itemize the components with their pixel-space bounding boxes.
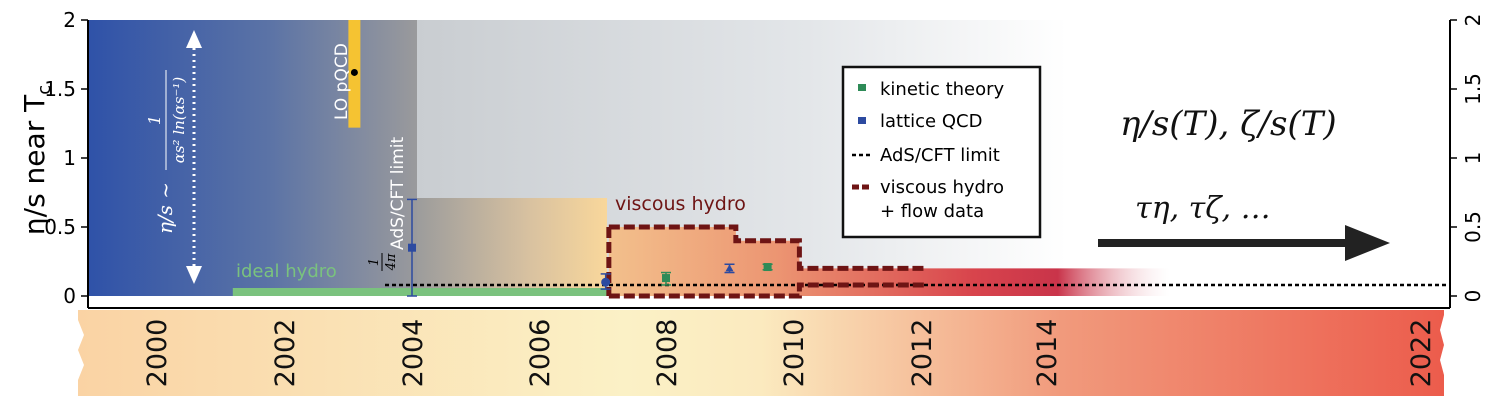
svg-text:4π: 4π [384,253,399,271]
lattice-qcd-point-marker [601,277,611,287]
svg-text:1: 1 [145,115,164,125]
y-tick-label-right: 0 [1461,290,1485,303]
lattice-qcd-point-marker [725,264,734,272]
y-tick-label-left: 1 [63,146,76,170]
year-label: 2012 [907,319,938,388]
kinetic-theory-point-marker [763,263,772,272]
viscous-hydro-region [608,227,1170,296]
y-tick-label-left: 2 [63,8,76,32]
y-tick-label-left: 1.5 [44,77,76,101]
year-label: 2004 [398,319,429,388]
plot-frame [87,20,1451,309]
svg-text:αs² ln(αs⁻¹): αs² ln(αs⁻¹) [170,77,188,164]
ideal-hydro-label: ideal hydro [236,261,337,282]
y-ticks-left: 0 0.5 1 1.5 2 [44,8,88,308]
y-ticks-right: 0 0.5 1 1.5 2 [1450,14,1485,303]
below-zero-strip [88,296,1450,308]
viscous-hydro-lower [608,282,928,299]
timeline-band [78,310,1444,396]
year-timeline [78,310,1444,396]
legend-label-kinetic: kinetic theory [880,79,1005,100]
y-tick-label-right: 1 [1461,152,1485,165]
year-label: 2014 [1032,319,1063,388]
legend-label-lattice: lattice QCD [880,111,982,132]
y-tick-label-left: 0.5 [44,215,76,239]
pqcd-arrow-head-bottom [186,266,202,284]
legend-label-adscft: AdS/CFT limit [880,145,1000,166]
svg-text:1: 1 [367,258,382,266]
kss-fraction: 1 4π [367,253,399,271]
y-tick-label-right: 0.5 [1461,211,1485,243]
y-tick-label-left: 0 [63,284,76,308]
year-label: 2002 [270,319,301,388]
year-label: 2006 [525,319,556,388]
legend-swatch-kinetic [858,84,866,91]
future-line-1: η/s(T), ζ/s(T) [1120,104,1337,144]
blue-region [88,20,417,296]
pqcd-arrow-head-top [186,30,202,48]
year-label: 2022 [1406,319,1437,388]
future-arrow [1098,225,1390,261]
viscous-hydro-label: viscous hydro [615,193,746,215]
pqcd-formula: η/s ~ 1 αs² ln(αs⁻¹) [145,70,188,234]
y-axis-label: η/s near Tc [18,85,55,235]
lo-pqcd-point [350,68,358,76]
viscous-hydro-upper [608,224,928,271]
y-tick-label-right: 1.5 [1461,73,1485,105]
lo-pqcd-label: LO pQCD [332,43,352,120]
legend: kinetic theory lattice QCD AdS/CFT limit… [841,65,1042,239]
ads-cft-limit-label: AdS/CFT limit [388,136,408,250]
legend-label-flowdata: + flow data [880,201,984,222]
y-tick-label-right: 2 [1461,14,1485,27]
chart-marks [186,20,1450,299]
transition-region [417,198,607,296]
year-label: 2008 [652,319,683,388]
svg-text:η/s ~: η/s ~ [153,182,177,234]
legend-label-viscous: viscous hydro [880,177,1004,198]
lattice-qcd-point-marker [408,243,416,252]
year-label: 2000 [142,319,173,388]
ideal-hydro-band [232,288,609,296]
legend-swatch-lattice [858,117,866,124]
kinetic-theory-point-marker [662,274,670,283]
year-labels: 2000 2002 2004 2006 2008 2010 2012 2014 2022 [142,319,1437,388]
legend-box [841,65,1042,239]
future-line-2: τη, τζ, … [1135,191,1271,226]
year-label: 2010 [779,319,810,388]
